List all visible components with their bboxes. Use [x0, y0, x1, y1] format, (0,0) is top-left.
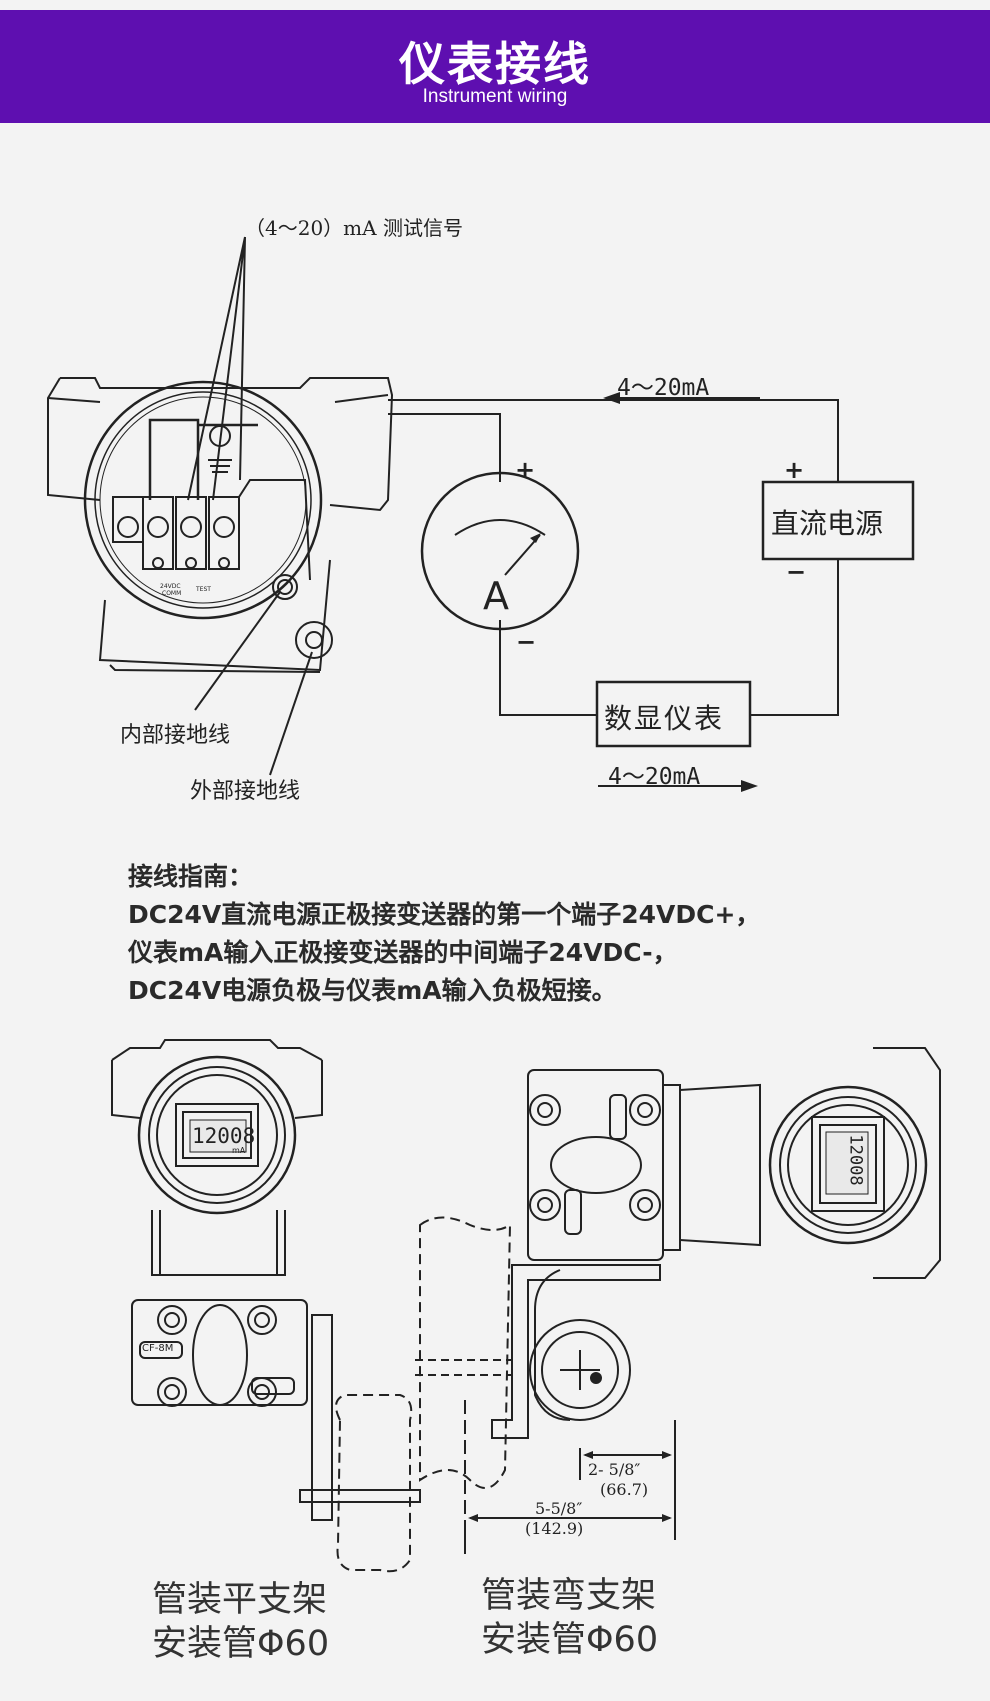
external-ground-label: 外部接地线: [190, 779, 301, 804]
ammeter-plus: +: [515, 456, 536, 484]
current-top-label: 4～20mA: [617, 375, 710, 401]
internal-ground-label: 内部接地线: [120, 723, 231, 748]
power-plus: +: [784, 456, 805, 484]
lcd-left-value: 12008: [192, 1124, 256, 1148]
terminal-24vdc-label: 24VDC: [160, 583, 181, 590]
page-subtitle: Instrument wiring: [422, 86, 568, 107]
terminal-test-label: TEST: [196, 586, 211, 593]
valve-mark-left: CF-8M: [142, 1343, 174, 1354]
flat-bracket-caption: 管装平支架 安装管Φ60: [152, 1578, 329, 1666]
display-meter-label: 数显仪表: [604, 702, 725, 735]
ammeter-letter: A: [483, 574, 509, 618]
current-bottom-label: 4～20mA: [608, 764, 701, 790]
bent-bracket-line-1: 管装弯支架: [481, 1576, 657, 1616]
flat-bracket-line-1: 管装平支架: [152, 1580, 328, 1620]
dim1-mm: (66.7): [600, 1480, 649, 1499]
flat-bracket-line-2: 安装管Φ60: [152, 1624, 330, 1664]
guide-title: 接线指南：: [128, 862, 254, 891]
power-minus: −: [786, 558, 807, 586]
guide-line-3: DC24V电源负极与仪表mA输入负极短接。: [128, 976, 617, 1005]
terminal-comm-label: COMM: [162, 590, 182, 597]
bent-bracket-line-2: 安装管Φ60: [481, 1620, 659, 1660]
dc-power-label: 直流电源: [771, 507, 884, 540]
guide-line-2: 仪表mA输入正极接变送器的中间端子24VDC-，: [128, 938, 678, 967]
title-banner: 仪表接线 Instrument wiring: [0, 10, 990, 123]
page-title: 仪表接线: [399, 37, 591, 91]
dim2-mm: (142.9): [525, 1519, 584, 1538]
guide-line-1: DC24V直流电源正极接变送器的第一个端子24VDC+，: [128, 900, 761, 929]
ammeter-minus: −: [516, 628, 537, 656]
test-signal-label: （4～20）mA 测试信号: [245, 216, 463, 240]
bent-bracket-caption: 管装弯支架 安装管Φ60: [481, 1574, 658, 1662]
lcd-right-value: 12008: [845, 1134, 866, 1186]
wiring-guide: 接线指南： DC24V直流电源正极接变送器的第一个端子24VDC+， 仪表mA输…: [128, 858, 760, 1010]
dim2-inch: 5-5/8″: [535, 1499, 583, 1518]
dim1-inch: 2- 5/8″: [588, 1460, 641, 1479]
lcd-left-unit: mA: [232, 1146, 246, 1155]
